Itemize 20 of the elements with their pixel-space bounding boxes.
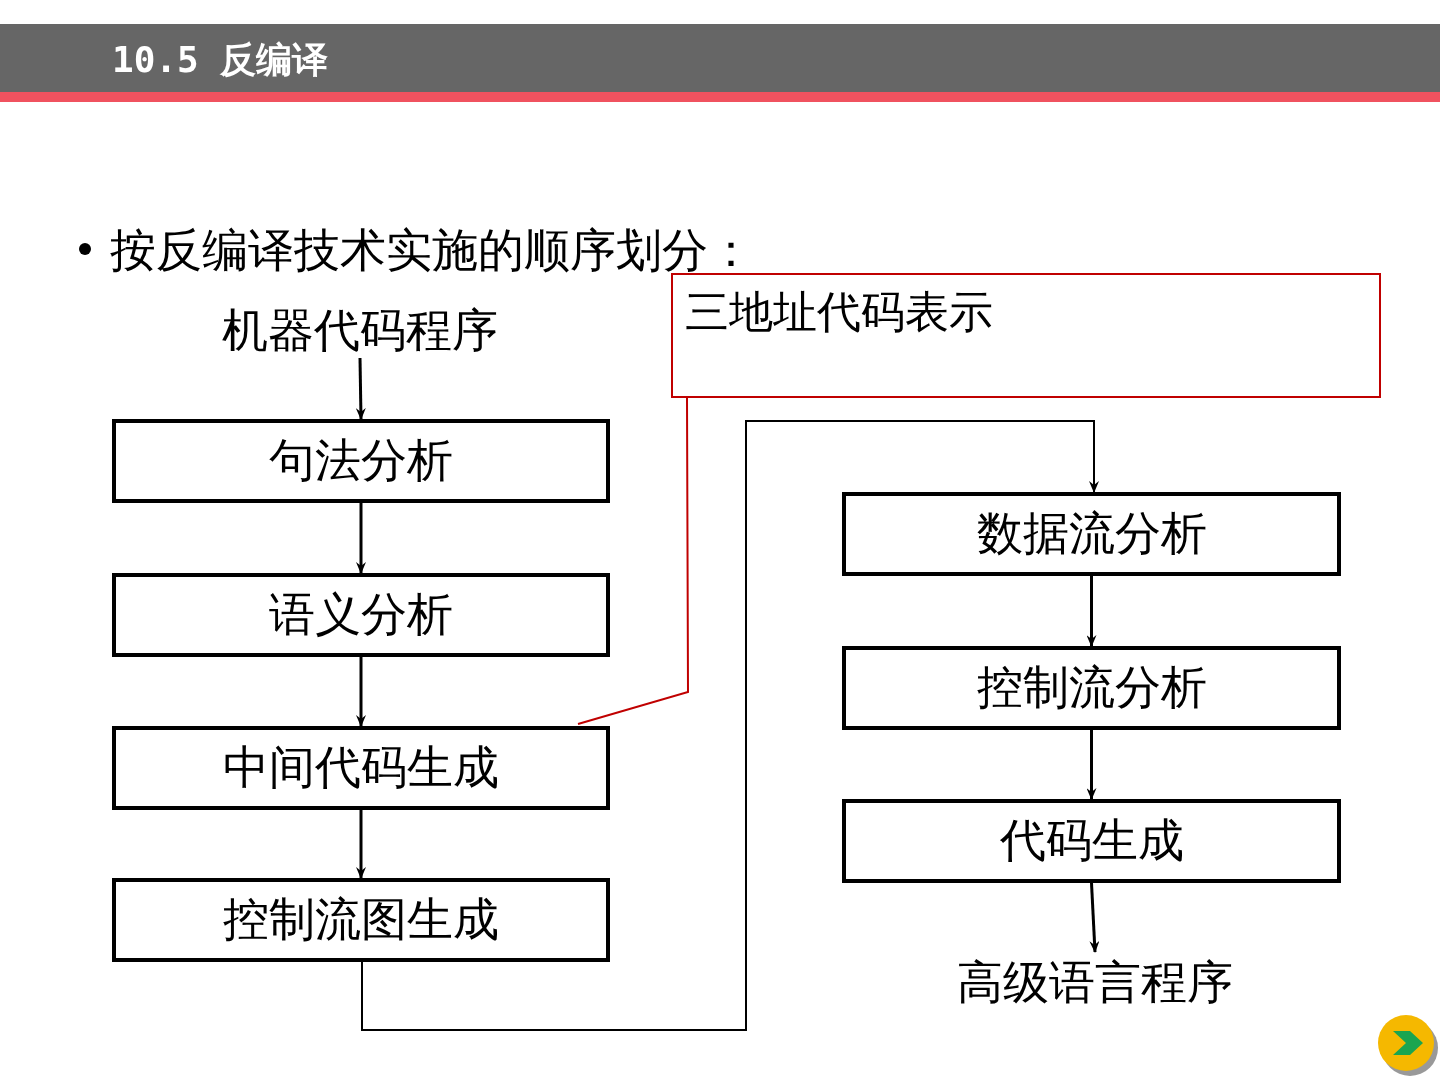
callout-box: 三地址代码表示 — [671, 273, 1381, 398]
process-box: 代码生成 — [842, 799, 1341, 883]
process-box: 语义分析 — [112, 573, 610, 657]
arrow — [1089, 882, 1100, 953]
process-box: 中间代码生成 — [112, 726, 610, 810]
flow-label: 机器代码程序 — [210, 300, 510, 362]
arrow — [361, 420, 1099, 1031]
slide-title: 10.5 反编译 — [112, 38, 329, 82]
arrow — [356, 503, 366, 574]
arrow — [355, 357, 366, 420]
process-box: 数据流分析 — [842, 492, 1341, 576]
arrow — [1086, 730, 1097, 800]
process-box: 控制流分析 — [842, 646, 1341, 730]
process-box: 控制流图生成 — [112, 878, 610, 962]
leader-line — [577, 397, 689, 725]
arrow — [356, 810, 366, 879]
arrow — [1086, 576, 1097, 647]
arrow — [356, 657, 366, 727]
process-box: 句法分析 — [112, 419, 610, 503]
flow-label: 高级语言程序 — [945, 952, 1245, 1014]
